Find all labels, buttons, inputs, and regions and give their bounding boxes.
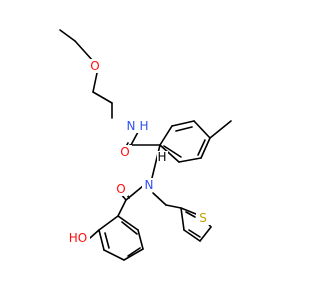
- bond-23: [117, 199, 127, 217]
- amide-nh-atom: N H: [123, 119, 153, 133]
- molecule-structure-diagram: O N H O H N O: [59, 29, 232, 261]
- tertiary-nitrogen-label: N: [145, 178, 154, 192]
- bond-1: [74, 40, 94, 62]
- hydroxyl-group: HO: [66, 231, 90, 245]
- bond-2: [92, 72, 98, 93]
- bond-36: [180, 207, 197, 215]
- tertiary-nitrogen-atom: N: [142, 178, 156, 192]
- amide-nitrogen-label: N: [127, 119, 136, 133]
- amide-oxygen-label: O: [120, 145, 129, 159]
- bond-15: [175, 126, 193, 132]
- bond-layer: [59, 29, 232, 261]
- bond-37: [180, 207, 185, 231]
- bond-30: [104, 232, 110, 249]
- bond-29: [117, 215, 139, 231]
- bond-33: [89, 229, 100, 239]
- bond-9: [159, 125, 173, 146]
- amide-oxygen-atom: O: [118, 145, 132, 159]
- bond-19: [151, 144, 161, 179]
- bond-10: [171, 120, 195, 127]
- atom-label-layer: O N H O H N O: [66, 59, 210, 245]
- alpha-hydrogen-label: H: [157, 150, 166, 164]
- bond-14: [159, 144, 180, 163]
- bond-18: [209, 120, 232, 139]
- bond-28: [137, 229, 144, 250]
- bond-35: [165, 204, 182, 209]
- molecule-canvas: O N H O H N O: [59, 29, 232, 261]
- thiophene-sulfur-atom: S: [196, 211, 210, 225]
- bond-41: [185, 211, 196, 218]
- hydroxyl-label: HO: [69, 231, 87, 245]
- bond-31: [127, 247, 141, 257]
- bond-39: [199, 226, 212, 242]
- bond-5: [130, 131, 139, 146]
- benzoyl-oxygen-label: O: [116, 182, 125, 196]
- bond-25: [98, 229, 105, 251]
- thiophene-sulfur-label: S: [199, 211, 207, 225]
- bond-32: [121, 221, 138, 235]
- benzoyl-oxygen-atom: O: [114, 182, 128, 196]
- amide-hydrogen-label: H: [139, 119, 148, 133]
- bond-26: [103, 249, 125, 261]
- bond-17: [163, 145, 182, 158]
- bond-12: [200, 137, 211, 159]
- bond-13: [178, 157, 202, 163]
- alpha-hydrogen-atom: H: [157, 150, 168, 164]
- bond-27: [123, 248, 144, 261]
- bond-0: [59, 29, 76, 42]
- ether-oxygen-atom: O: [88, 59, 102, 73]
- bond-38: [183, 229, 201, 242]
- bond-16: [197, 139, 206, 156]
- bond-34: [152, 192, 167, 206]
- bond-11: [193, 120, 211, 139]
- bond-3: [92, 91, 113, 104]
- bond-42: [188, 229, 201, 238]
- bond-24: [98, 215, 119, 231]
- ether-oxygen-label: O: [90, 59, 99, 73]
